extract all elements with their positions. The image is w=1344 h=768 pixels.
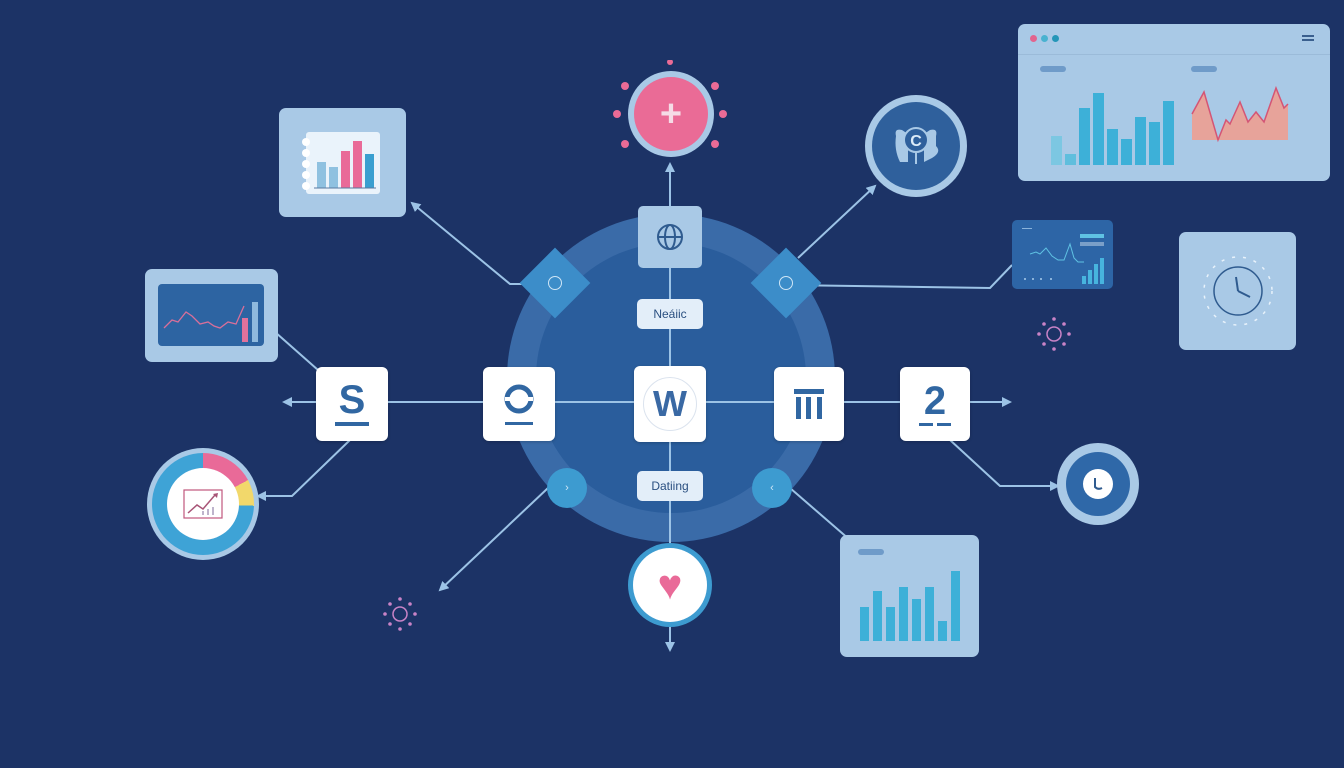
bar-chart-card[interactable] — [840, 535, 979, 657]
window-dot-cyan[interactable] — [1041, 35, 1048, 42]
heart-node[interactable]: ♥ — [628, 543, 712, 627]
columns-icon — [794, 389, 824, 419]
clock-node[interactable] — [1057, 443, 1139, 525]
globe-icon — [657, 224, 683, 250]
mini-dashboard-chart — [1022, 228, 1104, 284]
line-chart-card[interactable] — [145, 269, 278, 362]
plus-icon: + — [634, 77, 708, 151]
plus-node[interactable]: + — [628, 71, 714, 157]
placeholder-title — [1040, 66, 1066, 72]
window-dot-red[interactable] — [1030, 35, 1037, 42]
token-node[interactable] — [483, 367, 555, 441]
token-icon — [502, 384, 536, 425]
donut-chart — [152, 453, 254, 555]
heart-icon: ♥ — [633, 548, 707, 622]
chevron-left-node[interactable]: ‹ — [752, 468, 792, 508]
plus-node-group — [607, 59, 733, 160]
chevron-left-icon: ‹ — [770, 482, 774, 494]
area-chart — [1191, 85, 1289, 143]
clock-icon — [1083, 469, 1113, 499]
notebook-chart — [301, 131, 380, 194]
notebook-chart-card[interactable] — [279, 108, 406, 217]
chevron-right-node[interactable]: › — [547, 468, 587, 508]
s-letter-icon: S — [335, 380, 369, 426]
sun-sparkle-icon — [1036, 316, 1072, 352]
label-bottom: Datiing — [637, 471, 703, 501]
hamburger-menu-icon[interactable] — [1302, 35, 1314, 37]
hand-support-icon: C — [872, 102, 960, 190]
two-node[interactable]: 2 — [900, 367, 970, 441]
center-w-node[interactable]: W — [634, 366, 706, 442]
spiral-binding-icon — [301, 137, 310, 190]
sun-sparkle-icon — [382, 596, 418, 632]
dashboard-window — [1018, 24, 1330, 181]
w-letter-icon: W — [643, 377, 697, 431]
line-chart — [158, 284, 264, 346]
placeholder-title — [858, 549, 884, 555]
bar-chart — [860, 571, 960, 641]
donut-progress-card[interactable] — [147, 448, 259, 560]
svg-text:C: C — [910, 133, 922, 150]
window-dot-blue[interactable] — [1052, 35, 1059, 42]
dashboard-titlebar — [1018, 24, 1330, 55]
s-node[interactable]: S — [316, 367, 388, 441]
ring-icon — [776, 273, 796, 293]
clock-icon — [1202, 256, 1273, 326]
mini-dashboard-card[interactable] — [1012, 220, 1113, 289]
clock-card[interactable] — [1179, 232, 1296, 350]
trend-up-icon — [167, 468, 239, 540]
ring-icon — [545, 273, 565, 293]
globe-node[interactable] — [638, 206, 702, 268]
sparkle-dots-icon — [613, 59, 727, 148]
label-top: Neáiic — [637, 299, 703, 329]
two-icon: 2 — [919, 381, 951, 426]
bar-chart — [1051, 93, 1174, 165]
columns-node[interactable] — [774, 367, 844, 441]
chevron-right-icon: › — [565, 482, 569, 494]
placeholder-title — [1191, 66, 1217, 72]
support-node[interactable]: C — [865, 95, 967, 197]
